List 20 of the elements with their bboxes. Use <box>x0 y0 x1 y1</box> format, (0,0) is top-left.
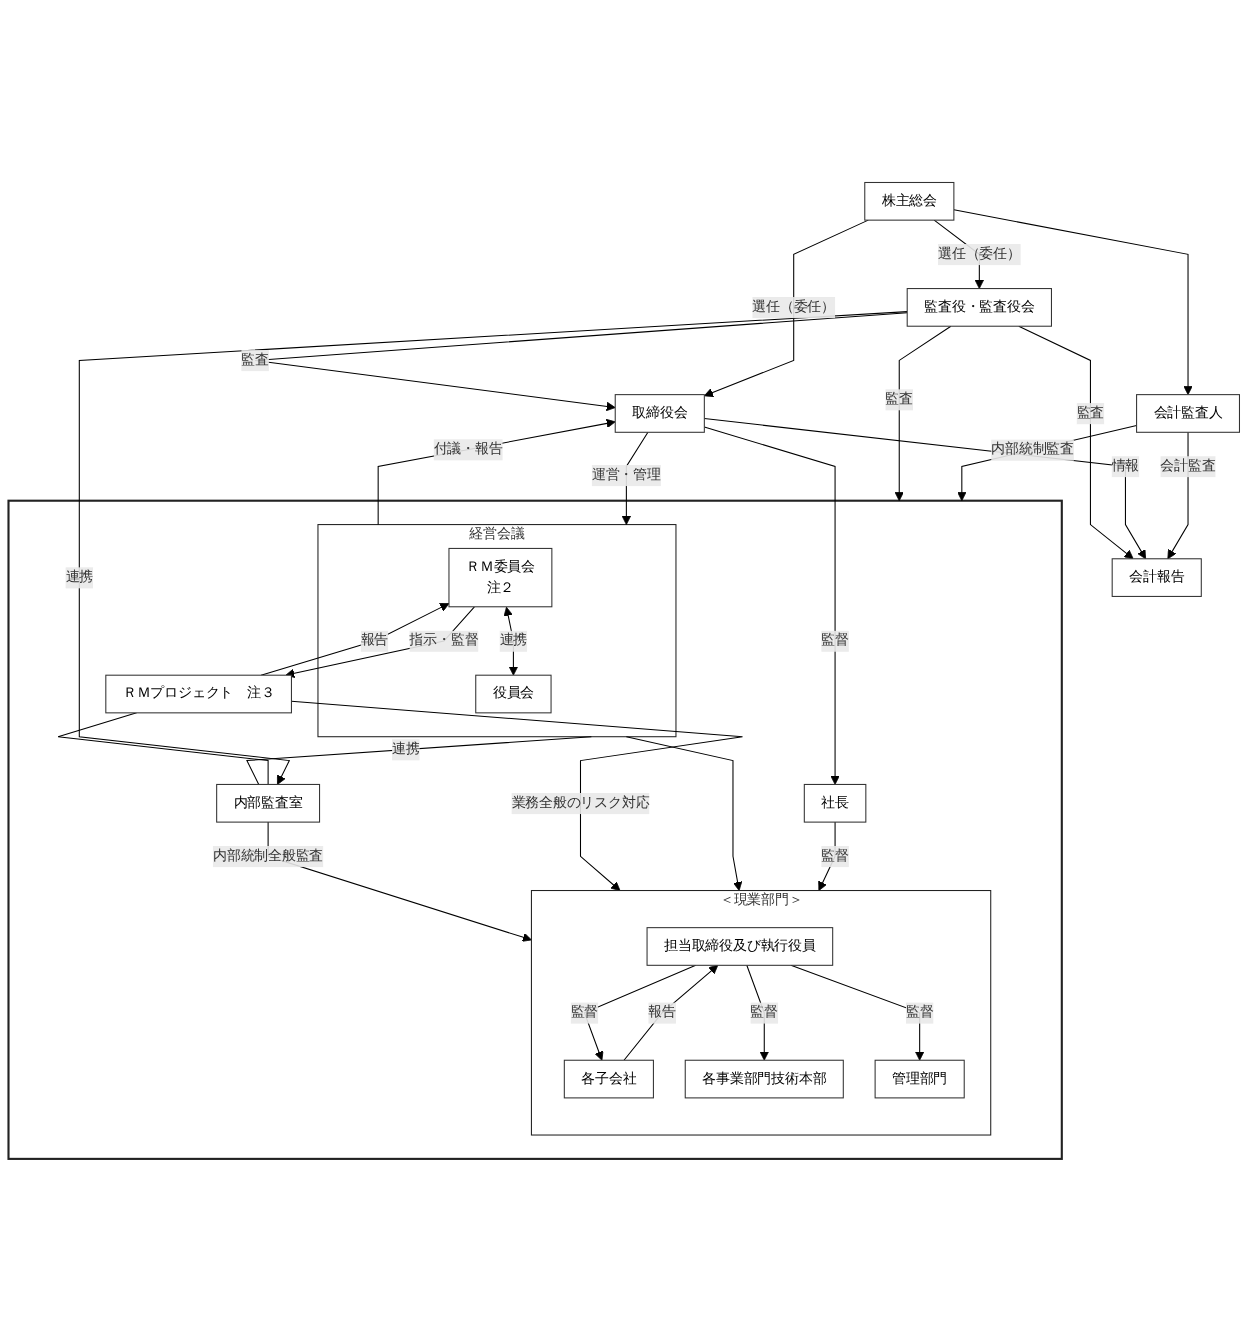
arrow <box>78 310 908 785</box>
arrow <box>1018 325 1134 559</box>
arrow <box>957 424 1138 501</box>
arrow <box>894 325 952 501</box>
arrow <box>818 820 836 891</box>
arrow <box>625 735 743 891</box>
arrow <box>583 964 697 1060</box>
arrow <box>703 218 869 397</box>
arrow <box>790 964 925 1060</box>
arrow <box>746 964 769 1060</box>
connector <box>246 735 592 785</box>
arrow <box>703 425 840 785</box>
cluster <box>7 498 1063 1160</box>
arrow <box>503 606 519 675</box>
arrow <box>623 964 719 1061</box>
arrow <box>377 418 616 525</box>
arrow <box>290 700 744 891</box>
connector <box>57 711 269 785</box>
arrow <box>285 605 475 678</box>
arrow <box>953 208 1193 395</box>
